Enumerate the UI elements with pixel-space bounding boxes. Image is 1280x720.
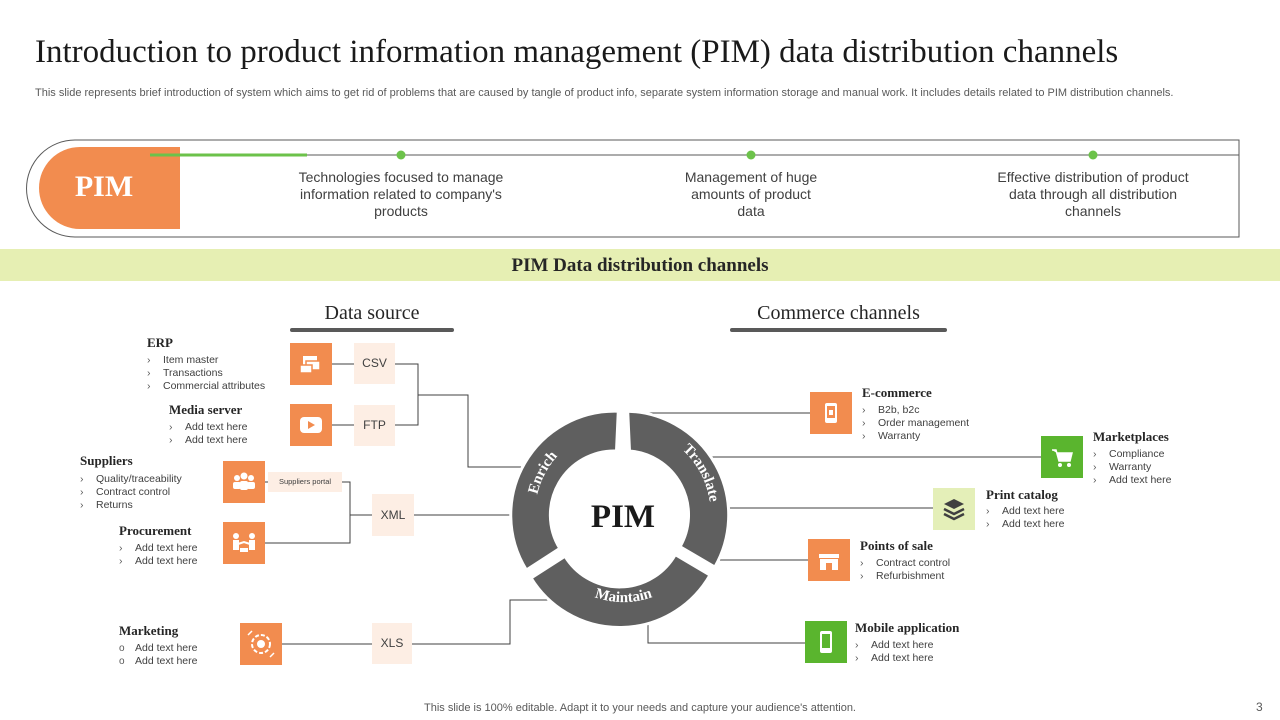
pim-hub-label: PIM xyxy=(591,499,655,535)
source-list-marketing: Add text here Add text here xyxy=(119,642,197,668)
people-group-icon xyxy=(223,461,265,503)
source-title-media-server: Media server xyxy=(169,402,243,417)
pim-hub xyxy=(559,451,687,579)
list-item: Add text here xyxy=(855,652,933,665)
list-item: Contract control xyxy=(80,486,182,499)
list-item: Add text here xyxy=(119,655,197,668)
format-tag-xls: XLS xyxy=(372,623,412,664)
source-list-suppliers: Quality/traceability Contract control Re… xyxy=(80,473,182,512)
channel-title-mobile-application: Mobile application xyxy=(855,620,960,635)
page-number: 3 xyxy=(1256,700,1263,714)
document-stack-icon xyxy=(290,343,332,385)
source-list-media-server: Add text here Add text here xyxy=(169,421,247,447)
list-item: Transactions xyxy=(147,367,265,380)
smartphone-icon xyxy=(805,621,847,663)
list-item: Add text here xyxy=(119,555,197,568)
pim-badge xyxy=(39,147,180,229)
list-item: Commercial attributes xyxy=(147,380,265,393)
source-title-suppliers: Suppliers xyxy=(80,453,133,468)
list-item: Returns xyxy=(80,499,182,512)
ring-segment-maintain xyxy=(529,552,713,630)
mobile-shop-icon xyxy=(810,392,852,434)
list-item: Warranty xyxy=(862,430,969,443)
slide-title: Introduction to product information mana… xyxy=(35,34,1119,70)
channel-list-points-of-sale: Contract control Refurbishment xyxy=(860,557,950,583)
list-item: Add text here xyxy=(986,518,1064,531)
play-button-icon xyxy=(290,404,332,446)
channel-title-e-commerce: E-commerce xyxy=(862,385,932,400)
source-title-erp: ERP xyxy=(147,335,173,350)
list-item: Add text here xyxy=(119,642,197,655)
format-tag-csv: CSV xyxy=(354,343,395,384)
list-item: Add text here xyxy=(855,639,933,652)
source-title-marketing: Marketing xyxy=(119,623,179,638)
column-underline xyxy=(290,328,454,332)
channel-list-marketplaces: Compliance Warranty Add text here xyxy=(1093,448,1171,487)
list-item: Contract control xyxy=(860,557,950,570)
source-title-procurement: Procurement xyxy=(119,523,192,538)
list-item: Compliance xyxy=(1093,448,1171,461)
list-item: Add text here xyxy=(169,421,247,434)
column-underline xyxy=(730,328,947,332)
target-gear-icon xyxy=(240,623,282,665)
list-item: Add text here xyxy=(1093,474,1171,487)
ring-segment-enrich xyxy=(509,409,620,573)
column-head-data-source: Data source xyxy=(324,302,420,324)
handshake-icon xyxy=(223,522,265,564)
channel-title-print-catalog: Print catalog xyxy=(986,487,1058,502)
list-item: Item master xyxy=(147,354,265,367)
list-item: B2b, b2c xyxy=(862,404,969,417)
channel-list-mobile-application: Add text here Add text here xyxy=(855,639,933,665)
source-list-erp: Item master Transactions Commercial attr… xyxy=(147,354,265,393)
storefront-icon xyxy=(808,539,850,581)
channel-list-e-commerce: B2b, b2c Order management Warranty xyxy=(862,404,969,443)
section-title: PIM Data distribution channels xyxy=(511,255,769,276)
list-item: Order management xyxy=(862,417,969,430)
intro-band-outline xyxy=(26,139,1240,238)
intro-point: Effective distribution of product data t… xyxy=(997,169,1189,219)
list-item: Refurbishment xyxy=(860,570,950,583)
list-item: Add text here xyxy=(119,542,197,555)
layers-icon xyxy=(933,488,975,530)
slide-subtitle: This slide represents brief introduction… xyxy=(35,87,1174,99)
format-tag-xml: XML xyxy=(372,494,414,536)
shopping-cart-icon xyxy=(1041,436,1083,478)
intro-point: Management of huge amounts of product da… xyxy=(684,169,818,219)
channel-list-print-catalog: Add text here Add text here xyxy=(986,505,1064,531)
channel-title-marketplaces: Marketplaces xyxy=(1093,429,1169,444)
channel-title-points-of-sale: Points of sale xyxy=(860,538,933,553)
ring-label-maintain: Maintain xyxy=(593,585,654,606)
timeline-dot xyxy=(396,150,406,160)
list-item: Quality/traceability xyxy=(80,473,182,486)
ring-segment-translate xyxy=(626,409,731,570)
pim-badge-label: PIM xyxy=(74,170,134,203)
list-item: Warranty xyxy=(1093,461,1171,474)
source-connectors xyxy=(264,363,566,645)
format-tag-suppliers-portal: Suppliers portal xyxy=(268,472,342,492)
list-item: Add text here xyxy=(169,434,247,447)
format-tag-ftp: FTP xyxy=(354,405,395,446)
column-head-commerce-channels: Commerce channels xyxy=(757,302,920,324)
timeline-dot xyxy=(1088,150,1098,160)
footer-note: This slide is 100% editable. Adapt it to… xyxy=(424,702,856,714)
timeline-dot xyxy=(746,150,756,160)
pim-ring xyxy=(509,409,731,630)
list-item: Add text here xyxy=(986,505,1064,518)
intro-point: Technologies focused to manage informati… xyxy=(298,169,504,219)
section-bar xyxy=(0,249,1280,281)
source-list-procurement: Add text here Add text here xyxy=(119,542,197,568)
